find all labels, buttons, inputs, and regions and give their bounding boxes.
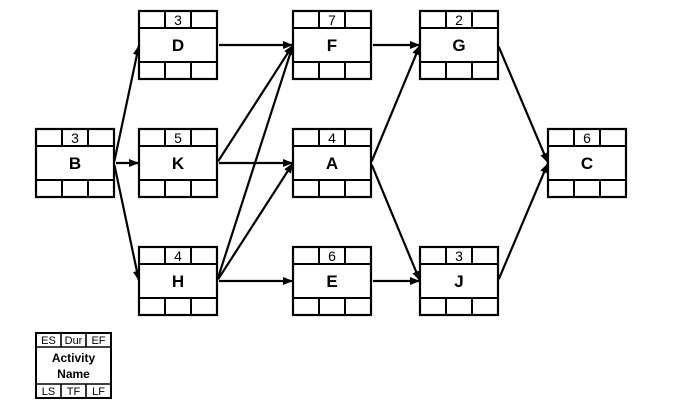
node-duration: 2	[455, 12, 463, 28]
node-box	[34, 127, 116, 199]
node-duration: 6	[328, 248, 336, 264]
edge-G-C	[497, 46, 549, 164]
legend-name-label: Name	[57, 367, 90, 381]
node-box	[137, 245, 219, 317]
edge-J-C	[497, 162, 549, 280]
node-name: A	[326, 154, 338, 173]
node-duration: 4	[174, 248, 182, 264]
node-duration: 6	[583, 130, 591, 146]
node-name: B	[69, 154, 81, 173]
node-duration: 3	[174, 12, 182, 28]
legend-tf: TF	[67, 386, 81, 398]
node-box	[291, 9, 373, 81]
node-name: G	[452, 36, 465, 55]
node-duration: 3	[71, 130, 79, 146]
legend-activity-label: Activity	[52, 351, 96, 365]
edge-A-G	[370, 44, 421, 162]
node-box	[291, 127, 373, 199]
edges-layer	[113, 41, 549, 285]
node-name: F	[327, 36, 337, 55]
legend-ls: LS	[42, 386, 55, 398]
node-duration: 4	[328, 130, 336, 146]
edge-B-H	[113, 164, 141, 282]
legend-lf: LF	[92, 386, 105, 398]
node-name: E	[326, 272, 337, 291]
activity-node-G: 2G	[418, 9, 500, 81]
legend-dur: Dur	[65, 335, 83, 347]
activity-node-A: 4A	[291, 127, 373, 199]
node-duration: 3	[455, 248, 463, 264]
activity-node-H: 4H	[137, 245, 219, 317]
activity-node-D: 3D	[137, 9, 219, 81]
node-name: J	[454, 272, 463, 291]
node-box	[546, 127, 628, 199]
node-duration: 7	[328, 12, 336, 28]
node-name: D	[172, 36, 184, 55]
edge-K-F	[217, 44, 294, 162]
legend-es: ES	[41, 335, 56, 347]
legend-ef: EF	[91, 335, 105, 347]
node-name: C	[581, 154, 593, 173]
edge-A-J	[370, 164, 421, 281]
activity-node-F: 7F	[291, 9, 373, 81]
activity-node-C: 6C	[546, 127, 628, 199]
activity-node-J: 3J	[418, 245, 500, 317]
node-duration: 5	[174, 130, 182, 146]
node-box	[137, 127, 219, 199]
edge-H-A	[217, 162, 294, 280]
activity-node-E: 6E	[291, 245, 373, 317]
node-box	[137, 9, 219, 81]
legend-box	[35, 332, 112, 399]
edge-B-D	[113, 45, 141, 162]
node-name: H	[172, 272, 184, 291]
node-box	[418, 245, 500, 317]
edge-H-F	[216, 45, 294, 280]
node-box	[291, 245, 373, 317]
node-box	[418, 9, 500, 81]
activity-node-B: 3B	[34, 127, 116, 199]
node-name: K	[172, 154, 185, 173]
activity-node-K: 5K	[137, 127, 219, 199]
